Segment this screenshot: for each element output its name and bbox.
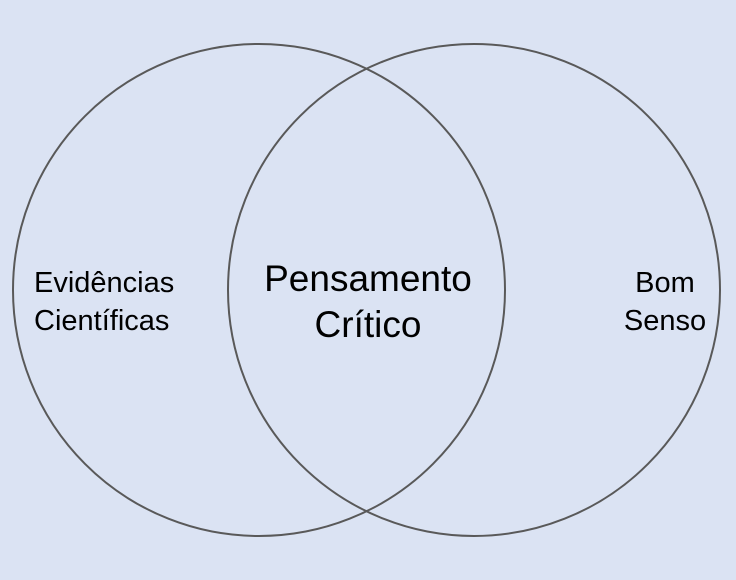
right-circle [227, 43, 721, 537]
center-label-line-2: Crítico [314, 304, 422, 345]
left-label-line-2: Científicas [34, 305, 170, 337]
left-circle [12, 43, 506, 537]
left-circle-label: Evidências Científicas [34, 264, 174, 340]
center-label-line-1: Pensamento [264, 258, 472, 299]
right-circle-label: Bom Senso [624, 264, 706, 340]
intersection-label: Pensamento Crítico [264, 256, 472, 348]
right-label-line-1: Bom [635, 267, 695, 299]
right-label-line-2: Senso [623, 305, 707, 337]
left-label-line-1: Evidências [34, 267, 175, 299]
